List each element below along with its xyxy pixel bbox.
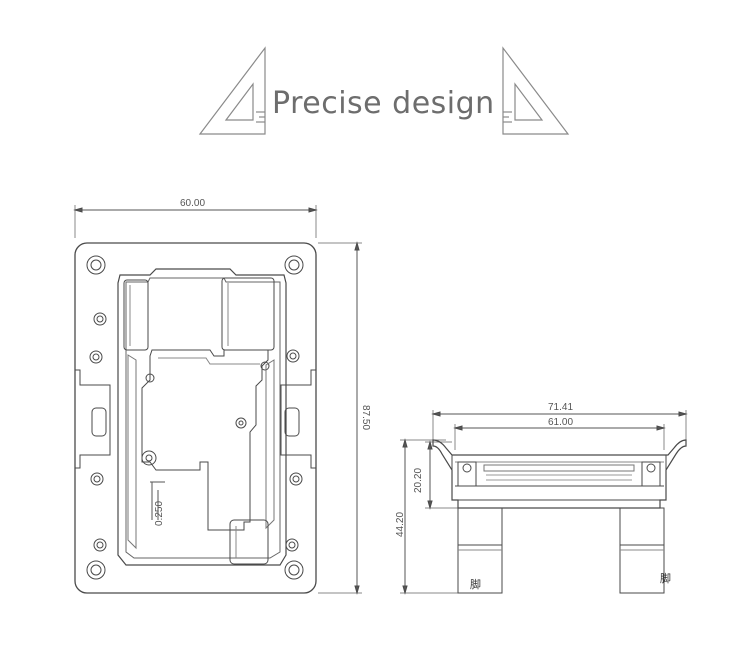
detail-dimension: 0.250 [154, 500, 165, 526]
front-view [73, 205, 362, 595]
side-total-height-dimension: 44.20 [395, 511, 406, 537]
side-inner-width-dimension: 61.00 [548, 417, 574, 428]
right-set-square-icon [502, 46, 570, 135]
left-set-square-icon [198, 46, 266, 135]
side-overall-width-dimension: 71.41 [548, 402, 574, 413]
leg-label-right: 脚 [660, 572, 671, 585]
front-width-dimension: 60.00 [180, 198, 206, 209]
front-height-dimension: 87.50 [360, 405, 371, 431]
side-body-height-dimension: 20.20 [413, 467, 424, 493]
side-view [400, 410, 688, 595]
leg-label-left: 脚 [470, 578, 481, 591]
page-title: Precise design [272, 86, 495, 121]
